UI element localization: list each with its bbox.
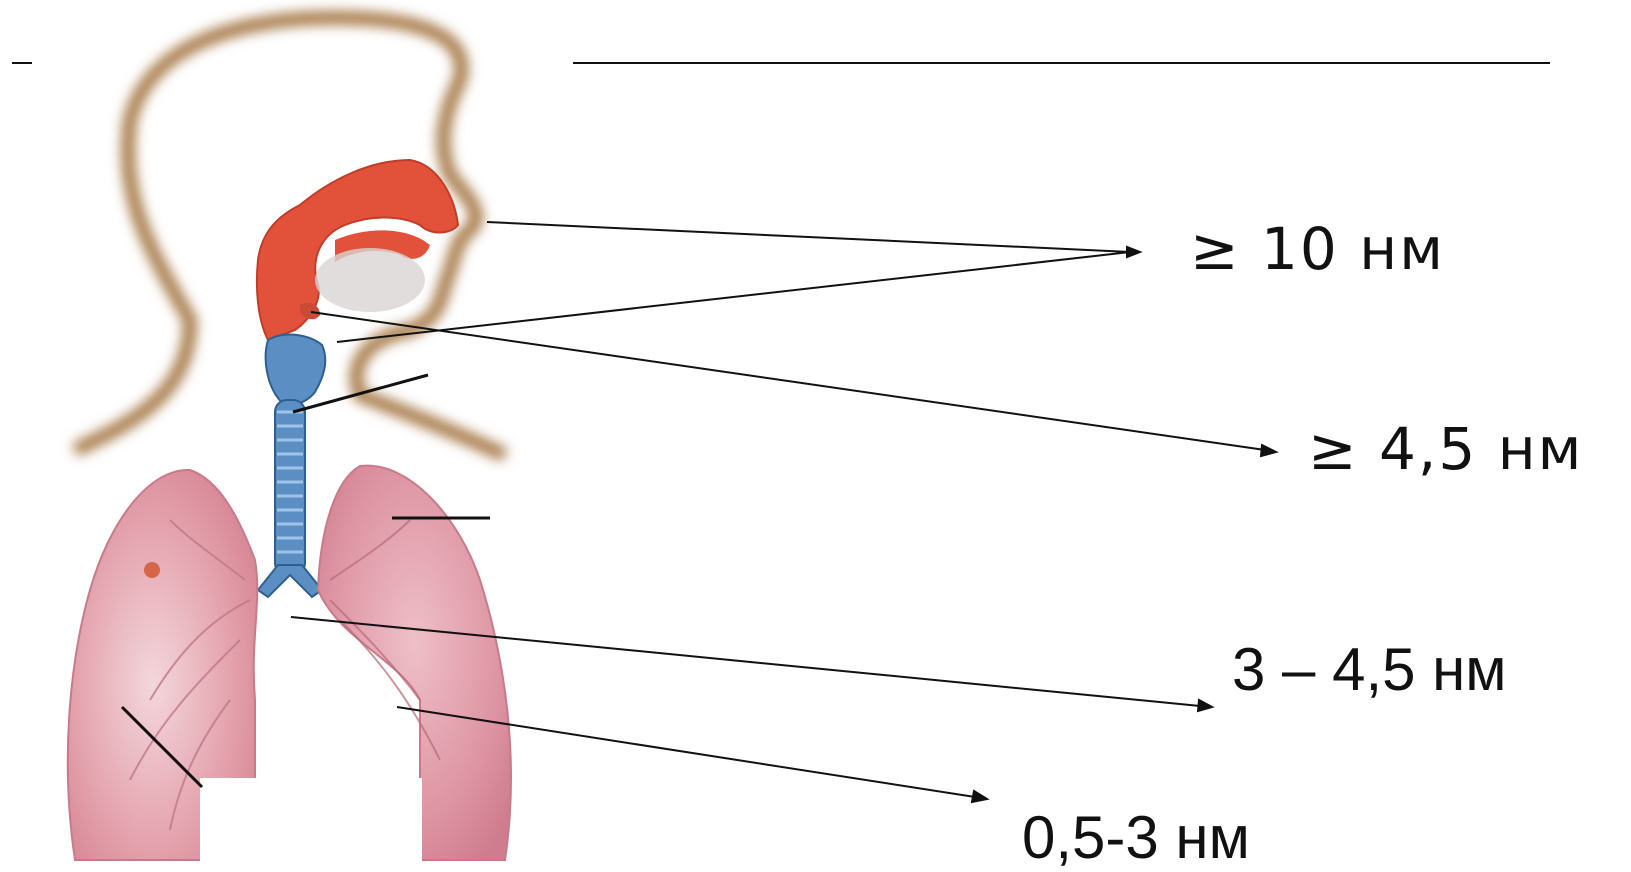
label-alveoli: 0,5-3 нм — [1022, 808, 1250, 868]
label-bronchi: 3 – 4,5 нм — [1232, 640, 1507, 700]
alveoli-cluster — [144, 562, 160, 578]
larynx — [266, 335, 326, 405]
arrowhead-pharynx — [1261, 445, 1276, 456]
arrow-nose — [487, 222, 1130, 252]
bottom-mask-left — [200, 778, 422, 872]
label-nose-mouth: ≥ 10 нм — [1190, 220, 1445, 278]
label-pharynx: ≥ 4,5 нм — [1308, 420, 1583, 478]
arrowhead-bronchi — [1198, 700, 1212, 711]
arrowhead-alveoli — [972, 791, 987, 802]
trachea — [258, 400, 322, 597]
